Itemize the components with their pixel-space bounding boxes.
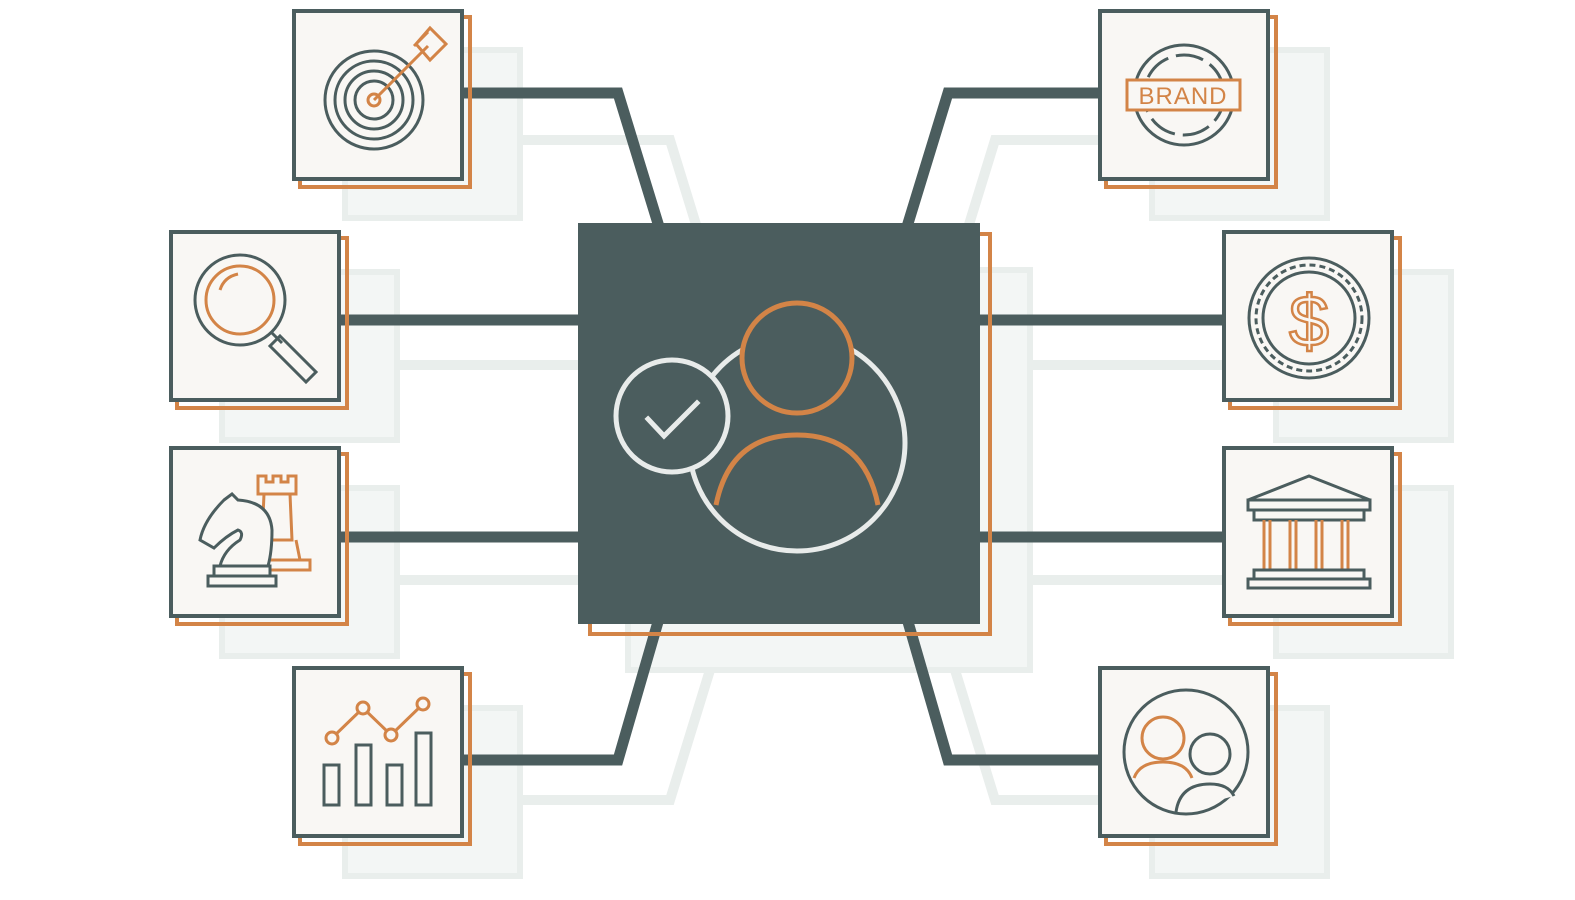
node-brand: BRAND [1098, 9, 1278, 189]
target-arrow-icon [323, 25, 449, 151]
bank-building-icon [1246, 474, 1372, 590]
brand-stamp-icon: BRAND [1125, 43, 1242, 147]
node-bank [1222, 446, 1402, 626]
node-target [292, 9, 472, 189]
verified-user-icon [613, 300, 908, 554]
connector-lines [338, 87, 1225, 766]
chess-pieces-icon [198, 474, 312, 588]
node-money: $ [1222, 230, 1402, 410]
brand-stamp-label: BRAND [1138, 83, 1227, 110]
community-people-icon [1122, 688, 1250, 816]
node-search [169, 230, 349, 410]
connector-target [462, 87, 666, 232]
magnifying-glass-icon [193, 253, 319, 385]
node-strategy [169, 446, 349, 626]
connector-brand [900, 87, 1100, 232]
hub-box [578, 223, 992, 636]
connector-growth [462, 613, 666, 766]
growth-chart-icon [322, 696, 433, 807]
dollar-coin-icon: $ [1247, 256, 1371, 380]
connector-community [900, 613, 1100, 766]
node-community [1098, 666, 1278, 846]
dollar-sign: $ [1289, 282, 1329, 362]
node-growth [292, 666, 472, 846]
